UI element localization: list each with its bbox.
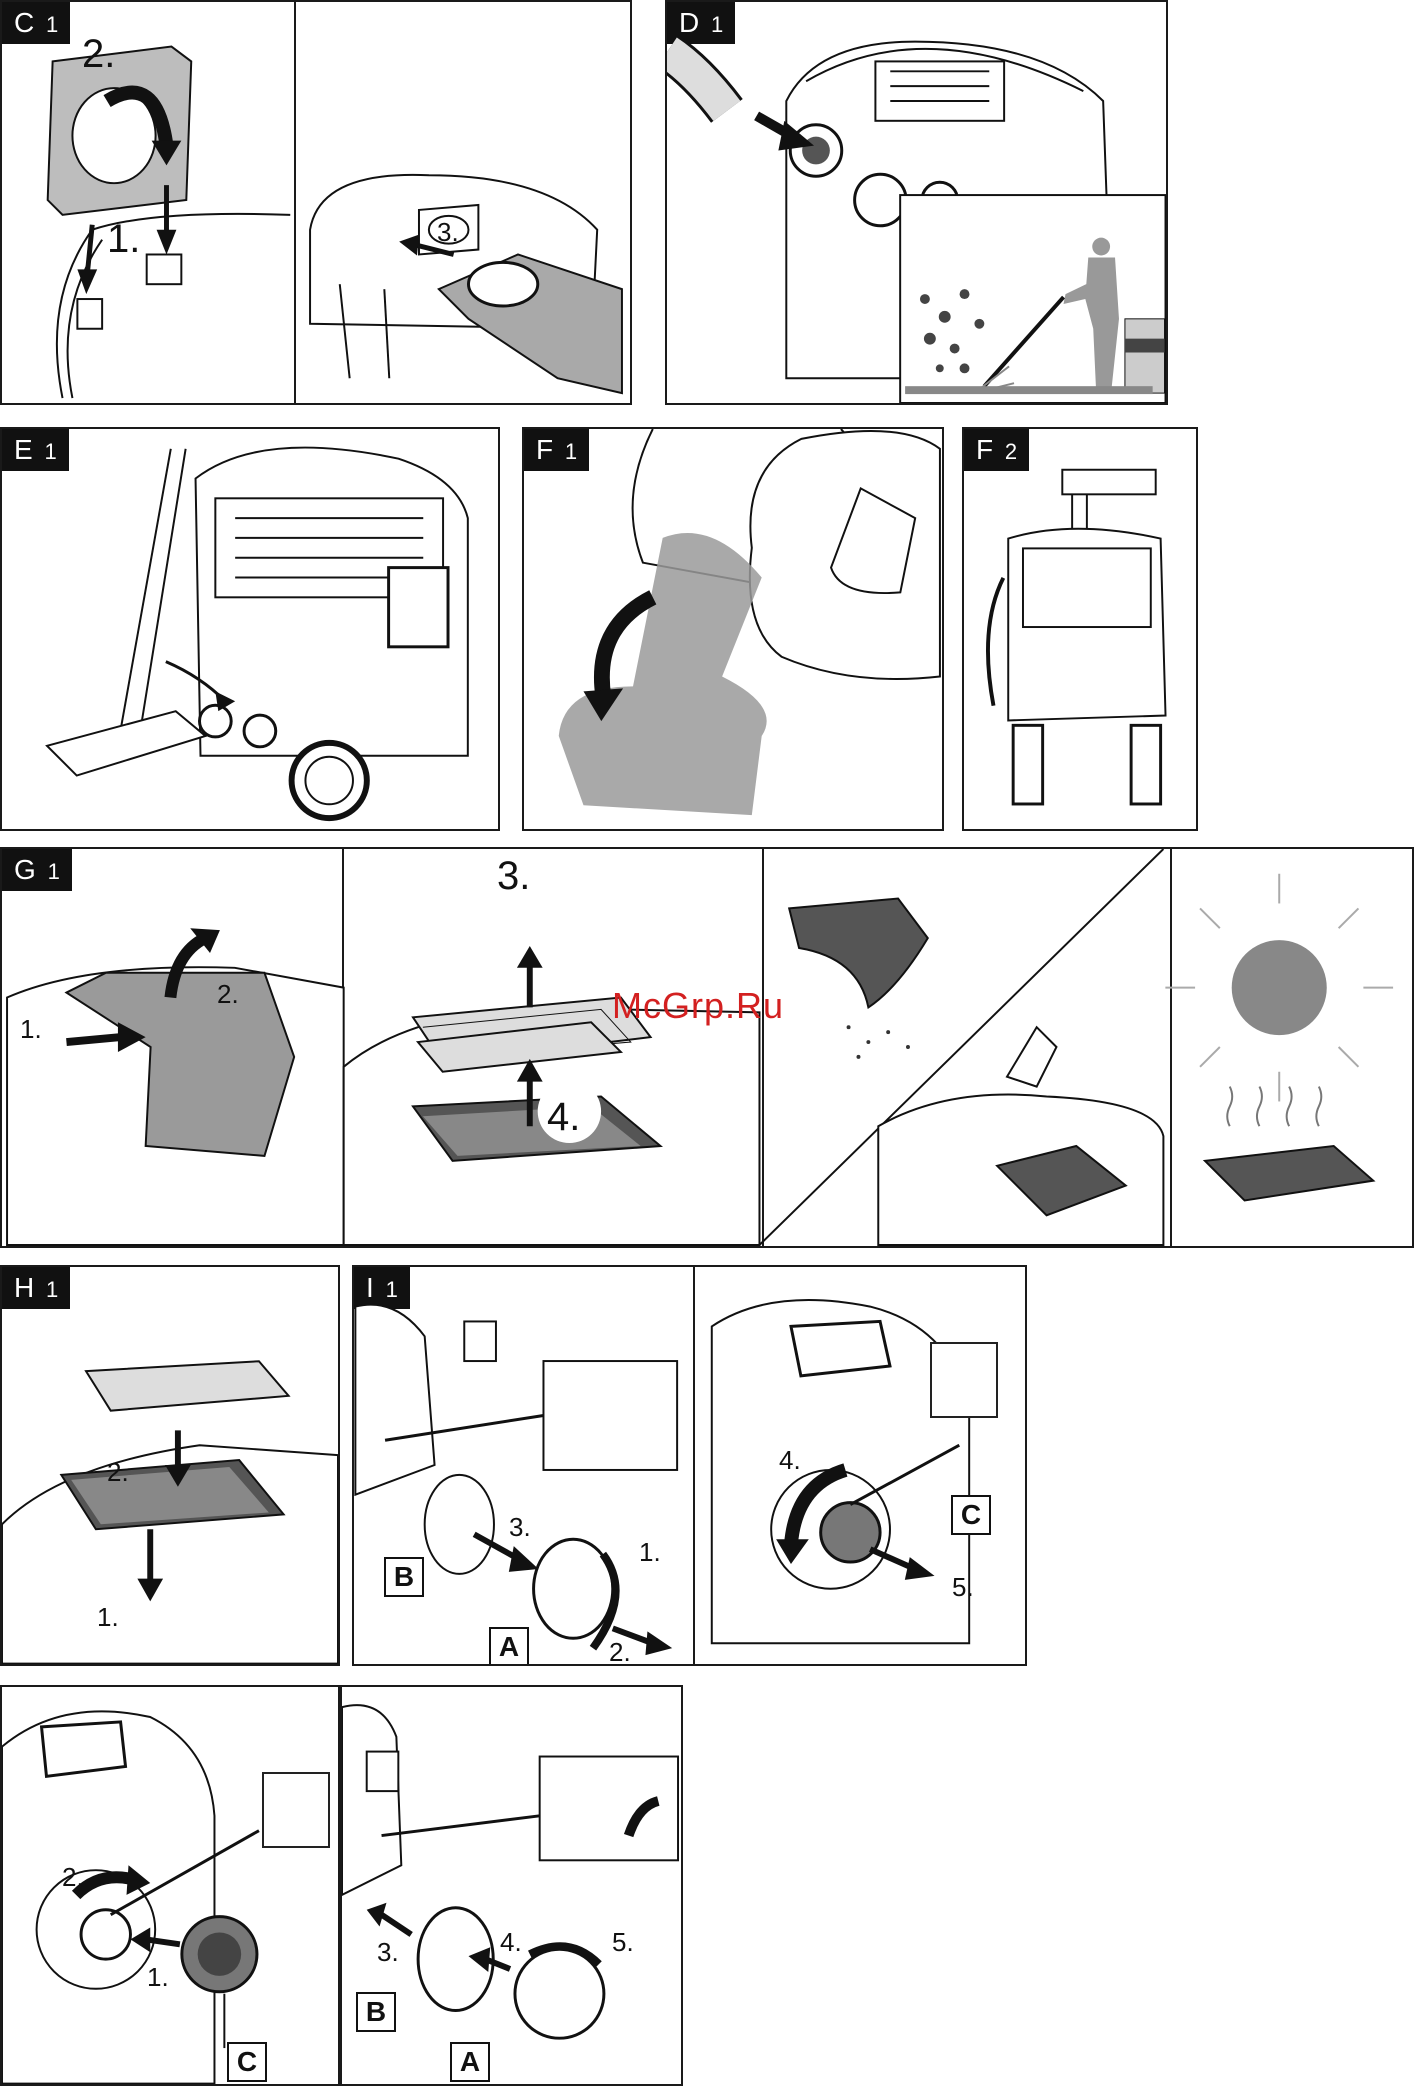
step-label: 2. (62, 1862, 84, 1893)
panel-f1-illustration (524, 429, 942, 829)
panel-reassembly-c-illustration (2, 1687, 338, 2084)
part-label-a: A (489, 1627, 529, 1666)
step-label: 1. (20, 1014, 42, 1045)
step-label: 3. (437, 217, 459, 248)
part-label-b: B (356, 1992, 396, 2032)
lock-closed-icon (262, 1772, 330, 1848)
step-label: 1. (147, 1962, 169, 1993)
panel-f1: F 1 (522, 427, 944, 831)
step-label: 3. (497, 854, 530, 899)
panel-f2-illustration (964, 429, 1196, 829)
panel-reassembly-c: 2. 1. C (0, 1685, 340, 2086)
step-label: 1. (639, 1537, 661, 1568)
step-label: 5. (952, 1572, 974, 1603)
step-label: 2. (609, 1637, 631, 1666)
watermark: McGrp.Ru (612, 985, 784, 1027)
step-label: 3. (509, 1512, 531, 1543)
panel-c1: C 1 2. 1. 3. (0, 0, 632, 405)
panel-e1-illustration (2, 429, 498, 829)
panel-h1: H 1 2. 1. (0, 1265, 340, 1666)
panel-d1-illustration (667, 2, 1166, 403)
part-label-c: C (951, 1495, 991, 1535)
panel-e1: E 1 (0, 427, 500, 831)
panel-reassembly-ab: 3. 4. 5. B A (340, 1685, 683, 2086)
step-label: 5. (612, 1927, 634, 1958)
step-label: 2. (82, 32, 115, 77)
step-label: 1. (97, 1602, 119, 1633)
panel-f2: F 2 (962, 427, 1198, 831)
panel-h1-illustration (2, 1267, 338, 1664)
step-label: 4. (547, 1095, 580, 1140)
part-label-a: A (450, 2042, 490, 2082)
part-label-c: C (227, 2042, 267, 2082)
panel-i1: I 1 1. 2. 3. 4. 5. A B C (352, 1265, 1027, 1666)
step-label: 4. (779, 1445, 801, 1476)
step-label: 2. (217, 979, 239, 1010)
panel-g1-illustration (2, 849, 1412, 1246)
step-label: 3. (377, 1937, 399, 1968)
step-label: 4. (500, 1927, 522, 1958)
panel-i1-illustration (354, 1267, 1025, 1664)
step-label: 1. (107, 217, 140, 262)
part-label-b: B (384, 1557, 424, 1597)
step-label: 2. (107, 1457, 129, 1488)
panel-d1: D 1 (665, 0, 1168, 405)
lock-open-icon (930, 1342, 998, 1418)
panel-g1: G 1 (0, 847, 1414, 1248)
